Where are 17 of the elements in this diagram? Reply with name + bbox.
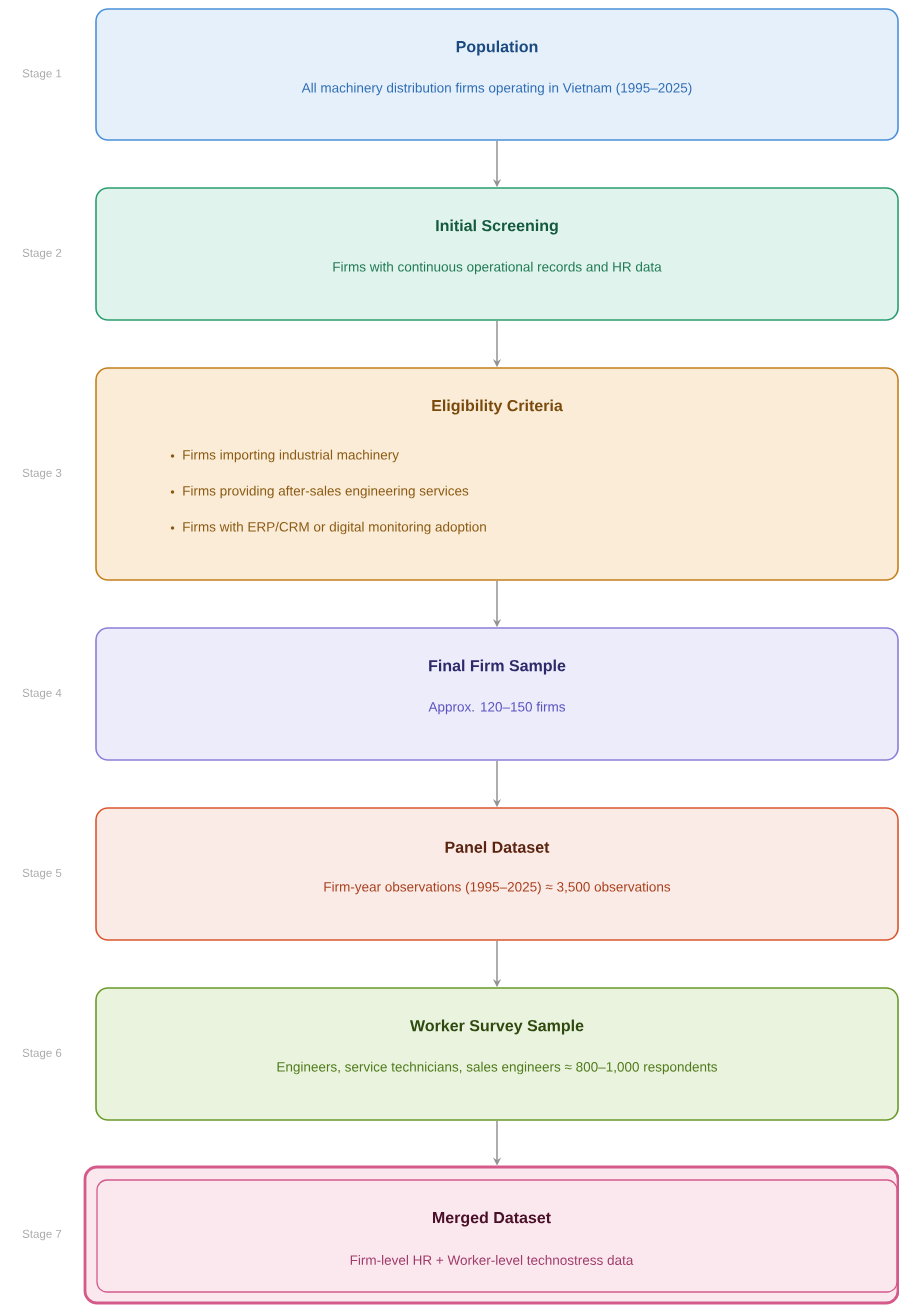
stage-label: Stage 1 [22, 69, 62, 80]
stage-label: Stage 6 [22, 1048, 62, 1060]
stage-label: Stage 5 [22, 868, 62, 880]
stage-box: Population All machinery distribution firms operating in Vietnam (1995–2025) [95, 8, 899, 141]
stage-box: Worker Survey Sample Engineers, service technicians, sales engineers ≈ 800–1,000 respondents [95, 987, 899, 1121]
stage-box: Initial Screening Firms with continuous operational records and HR data [95, 187, 899, 321]
bullet-item: Firms with ERP/CRM or digital monitoring adoption [170, 521, 486, 535]
stage-label: Stage 4 [22, 688, 62, 700]
stage-label: Stage 7 [22, 1229, 62, 1241]
stage-label: Stage 3 [22, 468, 62, 480]
stage-box: Eligibility Criteria Firms importing industrial machinery Firms providing after-sales engineering services Firms with ERP/CRM or digital monitoring adoption [95, 367, 899, 581]
bullet-item: Firms importing industrial machinery [170, 449, 399, 463]
stage-box: Panel Dataset Firm-year observations (1995–2025) ≈ 3,500 observations [95, 807, 899, 941]
stage-box: Final Firm Sample Approx. 120–150 firms [95, 627, 899, 761]
bullet-item: Firms providing after-sales engineering services [170, 485, 469, 499]
stage-label: Stage 2 [22, 248, 62, 260]
stage-box: Merged Dataset Firm-level HR + Worker-level technostress data [83, 1165, 899, 1305]
